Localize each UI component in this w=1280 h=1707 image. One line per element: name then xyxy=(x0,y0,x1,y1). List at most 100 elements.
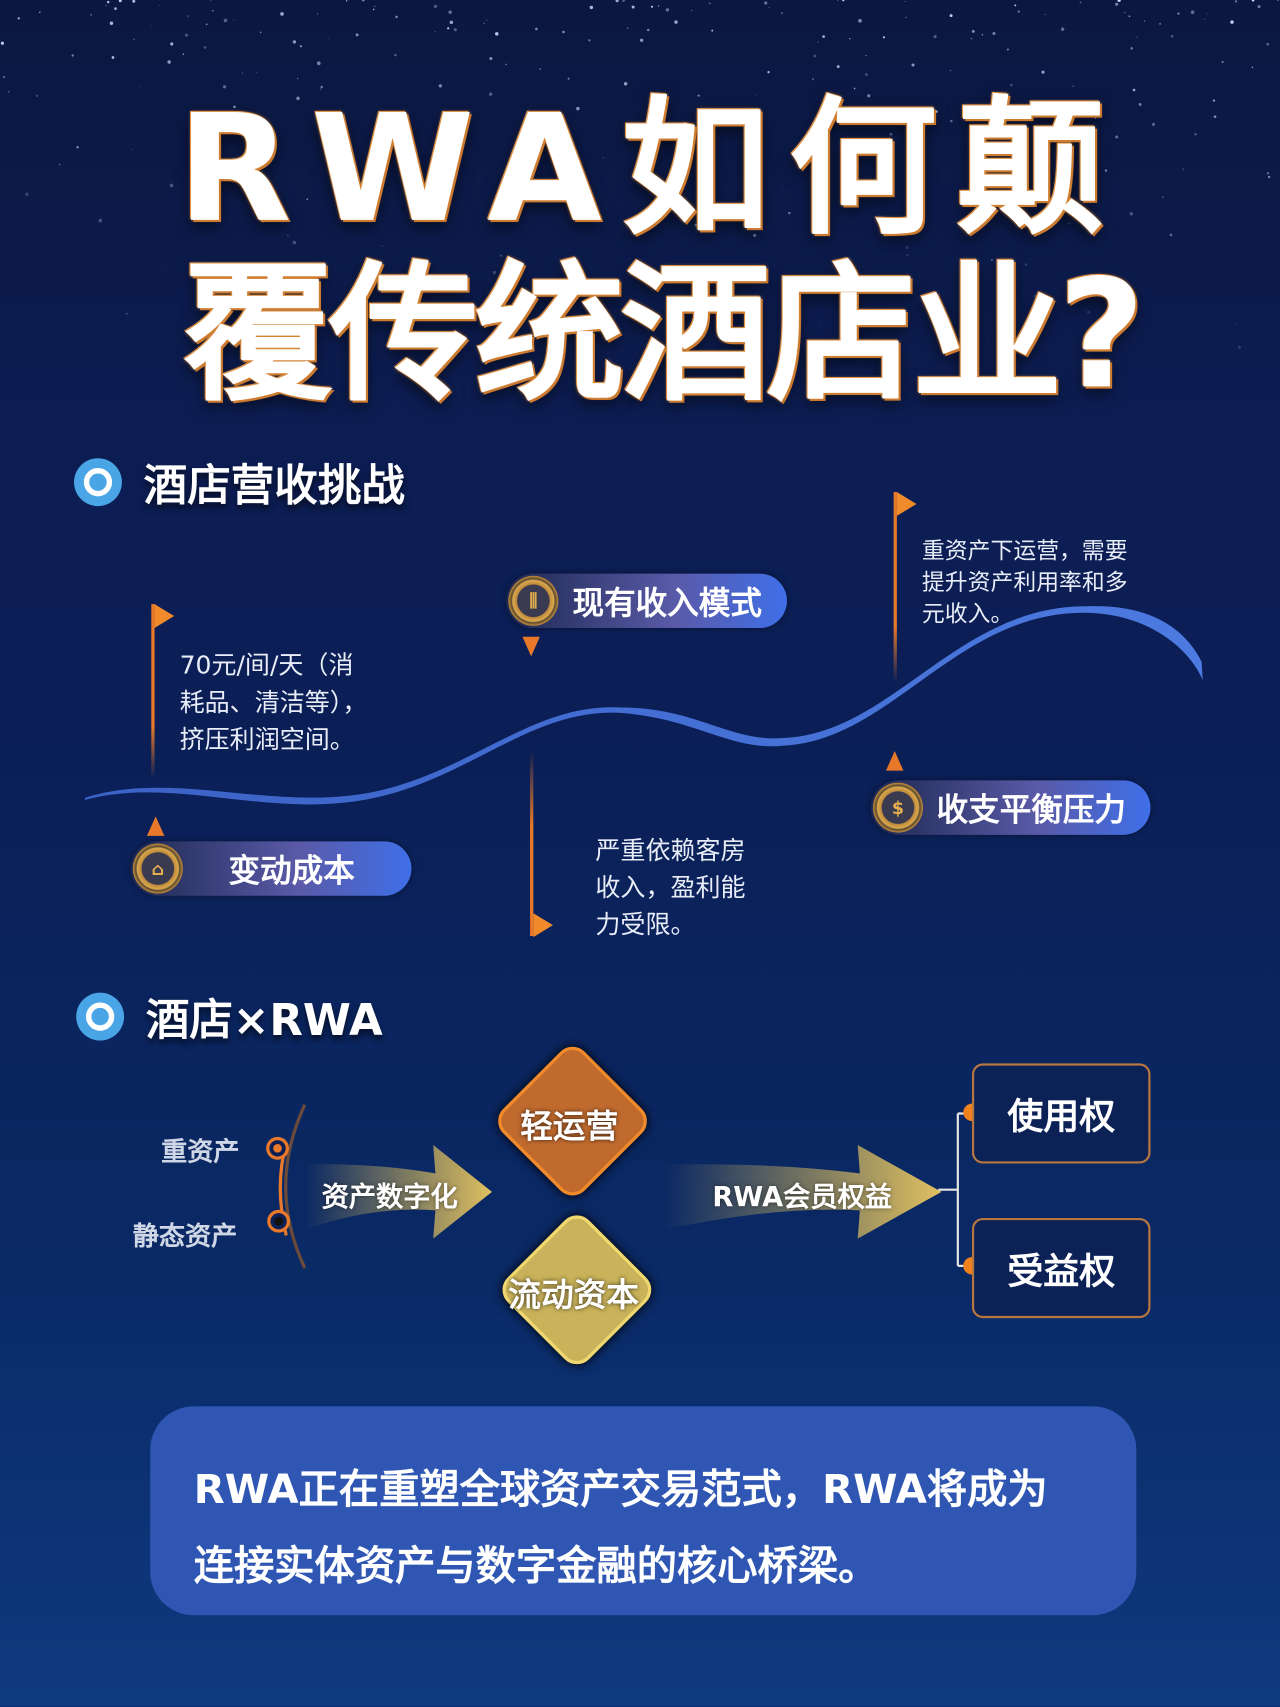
star xyxy=(394,53,397,57)
star xyxy=(90,13,93,16)
star xyxy=(694,223,698,227)
star xyxy=(1124,12,1126,14)
star xyxy=(1152,122,1156,126)
star xyxy=(637,266,640,269)
star xyxy=(627,27,629,29)
summary-line-2: 连接实体资产与数字金融的核心桥梁。 xyxy=(193,1542,879,1590)
star xyxy=(1235,322,1238,325)
star xyxy=(139,85,140,87)
star xyxy=(981,34,984,36)
star xyxy=(1060,27,1065,31)
star xyxy=(287,234,289,237)
star xyxy=(978,105,980,107)
star xyxy=(210,0,212,1)
rwa-benefits-arrow-icon xyxy=(663,1145,942,1239)
star xyxy=(1169,233,1173,237)
star xyxy=(39,11,41,14)
star xyxy=(106,0,110,4)
star xyxy=(576,106,580,111)
milestone-pill-variable-cost: ⌂ 变动成本 xyxy=(130,841,412,896)
up-arrow-icon xyxy=(146,816,165,836)
star xyxy=(58,163,61,166)
star xyxy=(25,192,29,196)
flag-pole xyxy=(893,491,897,683)
star xyxy=(363,223,365,225)
star xyxy=(750,140,752,142)
star xyxy=(842,0,845,2)
star xyxy=(448,10,452,14)
star xyxy=(347,184,349,186)
star xyxy=(780,12,784,15)
star xyxy=(1128,15,1131,18)
star xyxy=(170,42,174,46)
star xyxy=(7,90,10,93)
star xyxy=(1033,294,1038,298)
section-heading-hotel-rwa: 酒店×RWA xyxy=(76,985,383,1048)
star xyxy=(1210,143,1212,145)
star xyxy=(433,4,438,9)
star xyxy=(111,56,115,59)
star xyxy=(280,12,284,16)
cost-coin-icon: ⌂ xyxy=(132,843,183,894)
input-static-assets: 静态资产 xyxy=(132,1221,238,1252)
summary-box: RWA正在重塑全球资产交易范式，RWA将成为 连接实体资产与数字金融的核心桥梁。 xyxy=(150,1406,1137,1616)
star xyxy=(674,20,678,24)
star xyxy=(162,269,164,271)
star xyxy=(588,39,591,42)
star xyxy=(665,8,670,12)
star xyxy=(1238,345,1241,349)
down-arrow-icon xyxy=(522,636,540,657)
star xyxy=(1221,60,1224,64)
star xyxy=(453,28,457,32)
star xyxy=(905,16,907,19)
star xyxy=(657,5,660,7)
star xyxy=(299,45,303,48)
right-box-usage: 使用权 xyxy=(971,1063,1151,1164)
star xyxy=(686,211,689,214)
star xyxy=(646,28,650,32)
star xyxy=(889,132,893,136)
star xyxy=(1251,66,1254,68)
star xyxy=(381,245,383,247)
star xyxy=(602,157,604,159)
star xyxy=(292,240,297,245)
diamond-label-liquid-capital: 流动资本 xyxy=(508,1276,639,1315)
star xyxy=(132,0,136,3)
star xyxy=(292,40,297,44)
star xyxy=(345,0,348,2)
star xyxy=(454,113,459,118)
star xyxy=(374,5,376,7)
star xyxy=(449,20,454,25)
section-title: 酒店营收挑战 xyxy=(143,461,405,512)
star xyxy=(1251,0,1255,2)
star xyxy=(1177,12,1180,15)
star xyxy=(485,19,488,22)
star xyxy=(788,211,791,215)
flag-pole xyxy=(530,751,534,937)
star xyxy=(395,15,398,19)
star xyxy=(255,72,257,73)
arrow-label-digitization: 资产数字化 xyxy=(321,1180,458,1213)
star xyxy=(691,9,693,12)
star xyxy=(904,0,906,2)
star xyxy=(259,31,262,34)
star xyxy=(1115,135,1119,139)
star xyxy=(293,60,295,62)
star xyxy=(438,84,443,88)
star xyxy=(178,113,180,115)
star xyxy=(447,27,450,30)
star xyxy=(316,61,321,66)
star xyxy=(182,53,185,55)
star xyxy=(320,85,324,89)
star xyxy=(71,54,74,57)
star xyxy=(372,8,375,11)
star xyxy=(125,312,128,315)
star xyxy=(970,37,973,40)
star xyxy=(1004,129,1008,133)
star xyxy=(767,71,770,74)
diamond-label-light-operation: 轻运营 xyxy=(520,1108,619,1147)
star xyxy=(927,116,930,119)
star xyxy=(76,146,79,149)
star xyxy=(2,75,6,79)
